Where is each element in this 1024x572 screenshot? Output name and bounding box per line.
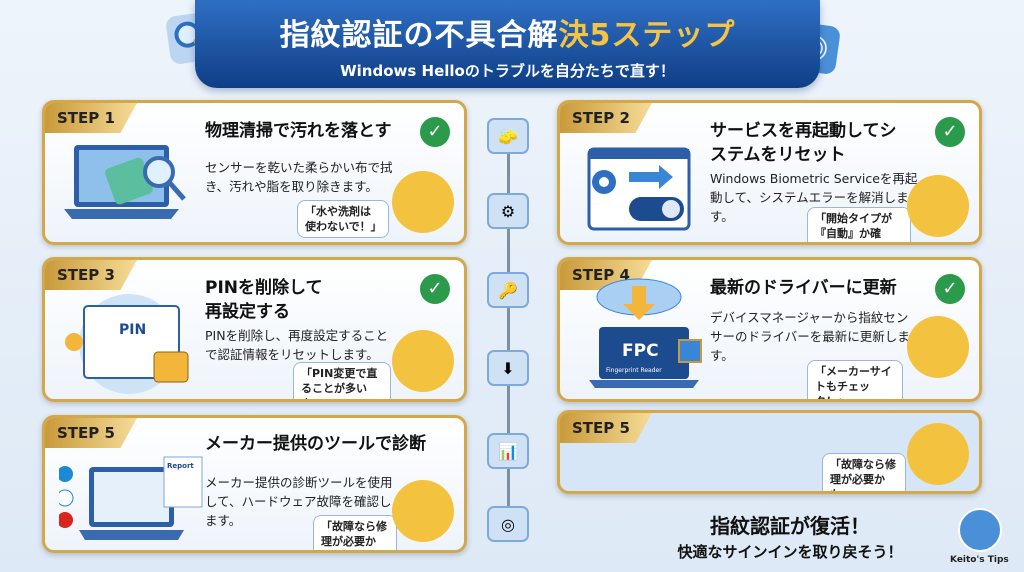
closing-message: 指紋認証が復活！ 快適なサインインを取り戻そう！: [640, 510, 940, 562]
check-icon: ✓: [420, 274, 450, 304]
avatar: [907, 175, 969, 237]
check-icon: ✓: [420, 117, 450, 147]
avatar: [392, 330, 454, 392]
step-title: 最新のドライバーに更新: [710, 278, 897, 298]
page-title: 指紋認証の不具合解決5ステップ: [279, 18, 736, 53]
speech-bubble: 「故障なら修理が必要かも。」: [822, 453, 906, 491]
speech-bubble: 「故障なら修理が必要かも。」: [313, 515, 397, 550]
key-lock-icon: 🔑: [487, 272, 529, 308]
fingerprint-node-icon: ◎: [487, 506, 529, 542]
step-description: Windows Biometric Serviceを再起動して、システムエラーを…: [710, 171, 918, 224]
svg-text:Report: Report: [167, 462, 194, 470]
speech-bubble: 「PIN変更で直ることが多いよ。」: [293, 362, 391, 399]
brand-logo: [958, 508, 1002, 552]
download-icon: ⬇: [487, 350, 529, 386]
step-2-card: STEP 2 サービスを再起動してシステムをリセット Windows Biome…: [557, 100, 982, 245]
svg-text:FPC: FPC: [622, 341, 659, 361]
avatar: [392, 171, 454, 233]
page-subtitle: Windows Helloのトラブルを自分たちで直す！: [340, 62, 675, 80]
check-icon: ✓: [935, 274, 965, 304]
svg-text:Fingerprint Reader: Fingerprint Reader: [606, 367, 662, 374]
brand-name: Keito's Tips: [950, 555, 1009, 565]
speech-bubble: 「水や洗剤は使わないで！」: [297, 200, 389, 238]
avatar: [392, 480, 454, 542]
step-label: STEP 1: [45, 103, 137, 133]
timeline-line: [507, 120, 510, 540]
step-label: STEP 2: [560, 103, 652, 133]
speech-bubble: 「開始タイプが『自動』か確認！」: [807, 207, 911, 242]
svg-text:PIN: PIN: [119, 322, 146, 338]
avatar: [907, 423, 969, 485]
step-description: メーカー提供の診断ツールを使用して、ハードウェア故障を確認します。: [205, 475, 393, 528]
step-title: 物理清掃で汚れを落とす: [205, 121, 392, 141]
avatar: [907, 316, 969, 378]
cleaning-icon: 🧽: [487, 118, 529, 154]
speech-bubble: 「メーカーサイトもチェック！」: [807, 360, 903, 399]
check-icon: ✓: [935, 117, 965, 147]
step-title: メーカー提供のツールで診断: [205, 434, 426, 454]
step-5-card: STEP 5 Report メーカー提供のツールで診断 メーカー提供の診断ツール…: [42, 415, 467, 553]
driver-update-illustration: FPC Fingerprint Reader: [589, 278, 702, 388]
service-restart-illustration: [587, 147, 691, 231]
gear-power-icon: ⚙: [487, 193, 529, 229]
laptop-cleaning-illustration: [64, 145, 186, 219]
step-description: デバイスマネージャーから指紋センサーのドライバーを最新に更新します。: [710, 310, 910, 363]
step-description: PINを削除し、再度設定することで認証情報をリセットします。: [205, 328, 389, 362]
step-3-card: STEP 3 PIN PINを削除して再設定する PINを削除し、再度設定するこ…: [42, 257, 467, 402]
report-icon: 📊: [487, 433, 529, 469]
step-label: STEP 5: [45, 418, 137, 448]
step-label: STEP 5: [560, 413, 652, 443]
diagnostic-tool-illustration: Report: [59, 456, 203, 540]
step-1-card: STEP 1 物理清掃で汚れを落とす センサーを乾いた柔らかい布で拭き、汚れや脂…: [42, 100, 467, 245]
pin-reset-illustration: PIN: [65, 294, 189, 394]
step-title: PINを削除して再設定する: [205, 278, 323, 322]
closing-headline: 指紋認証が復活！: [710, 514, 870, 538]
closing-subtext: 快適なサインインを取り戻そう！: [677, 543, 903, 561]
step-title: サービスを再起動してシステムをリセット: [710, 121, 897, 165]
step-description: センサーを乾いた柔らかい布で拭き、汚れや脂を取り除きます。: [205, 160, 393, 194]
step-5-duplicate-card: STEP 5 「故障なら修理が必要かも。」: [557, 410, 982, 494]
header-banner: 指紋認証の不具合解決5ステップ Windows Helloのトラブルを自分たちで…: [195, 0, 820, 88]
step-label: STEP 3: [45, 260, 137, 290]
